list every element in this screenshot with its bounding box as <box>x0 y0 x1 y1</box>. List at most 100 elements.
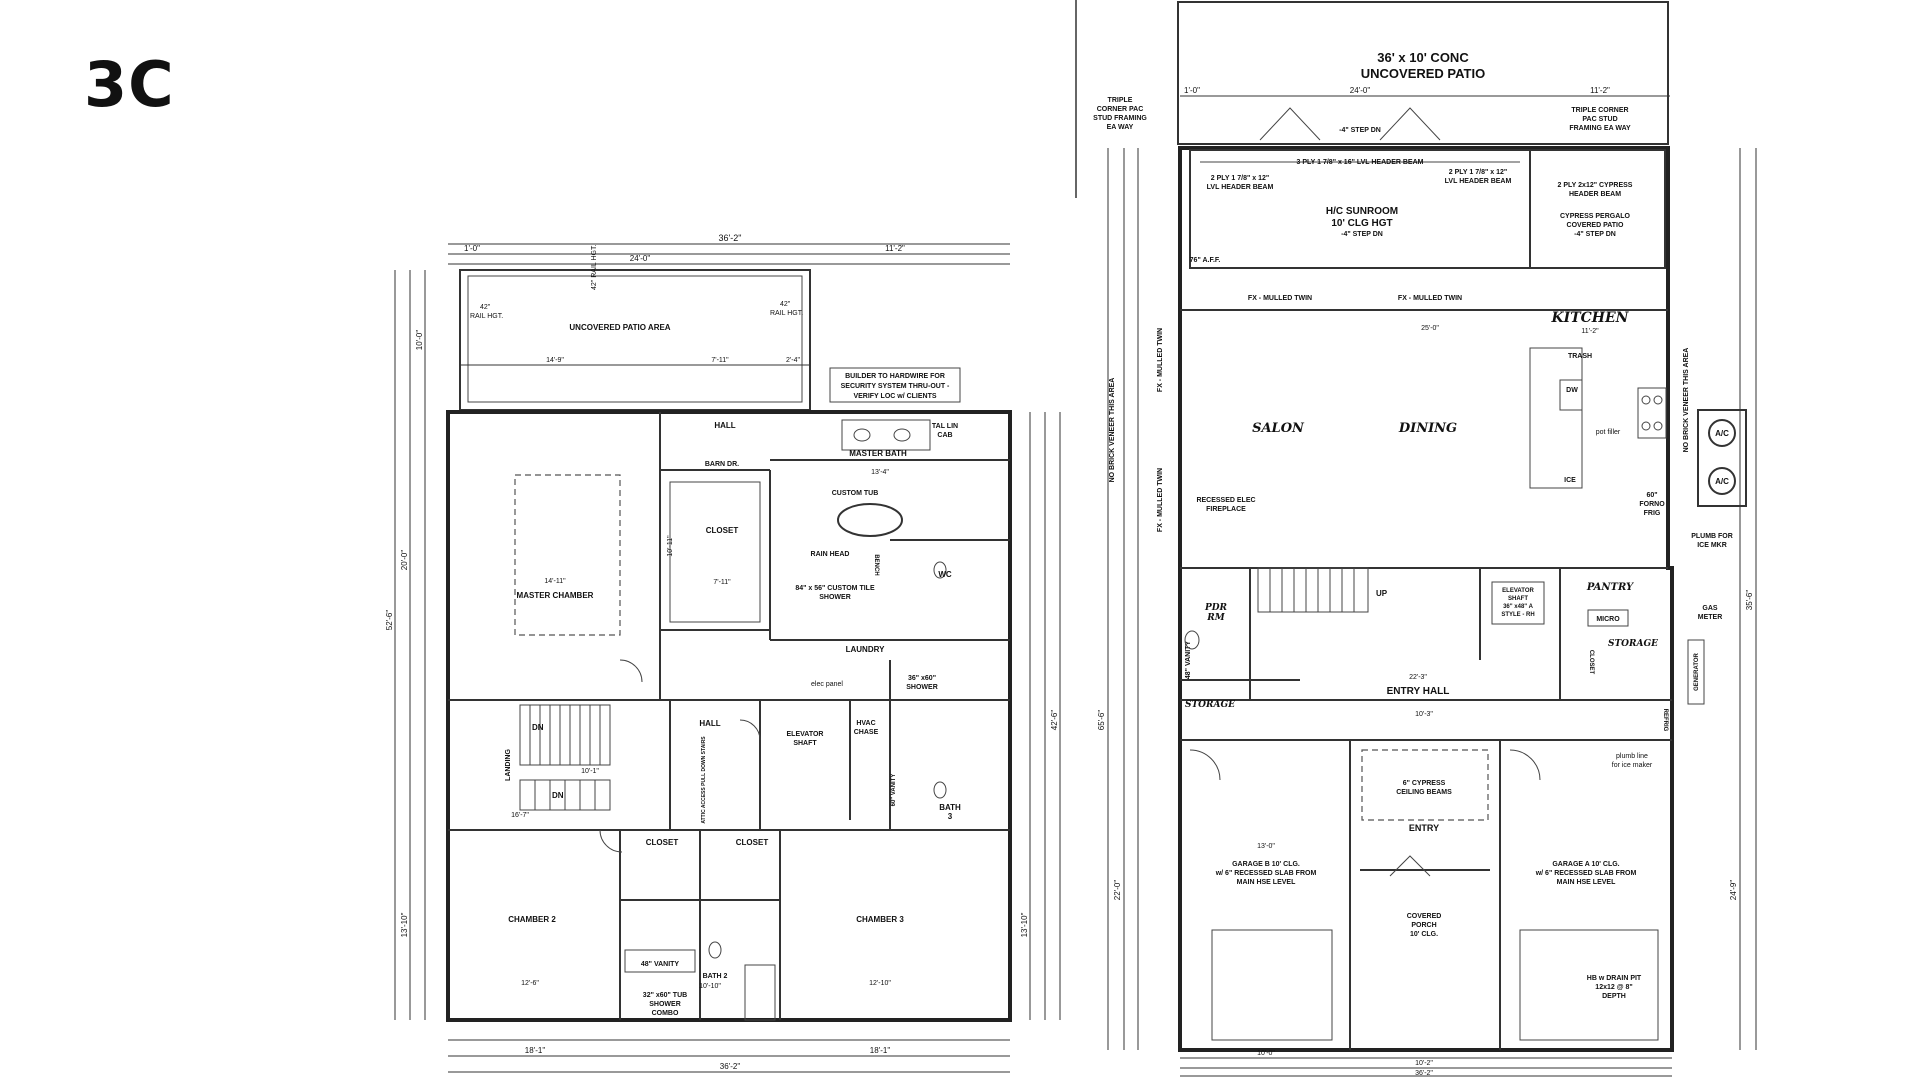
trash-label: TRASH <box>1568 353 1592 360</box>
left-overall-dim: 52'-6" <box>385 610 394 631</box>
triple-left-1: TRIPLE <box>1108 97 1133 104</box>
right-plan-right-overall: 35'-6" <box>1745 590 1754 611</box>
note-line-1: BUILDER TO HARDWIRE FOR <box>845 373 945 380</box>
tub-label-3: COMBO <box>652 1010 679 1017</box>
garage-b-slab <box>1211 929 1333 1041</box>
garage-door-swing <box>1189 749 1221 781</box>
right-floor-plan: 36' x 10' CONC UNCOVERED PATIO 1'-0" 24'… <box>1093 1 1757 1077</box>
barn-door-label: BARN DR. <box>705 461 739 468</box>
forno-3: FRIG <box>1644 510 1661 517</box>
note-line-3: VERIFY LOC w/ CLIENTS <box>853 393 936 400</box>
right-top-dim-a: 1'-0" <box>1184 86 1200 95</box>
dim-16-7: 16'-7" <box>511 812 529 819</box>
storage-left: STORAGE <box>1185 700 1235 710</box>
left-top-dim-b: 24'-0" <box>630 254 651 263</box>
right-outer-walls <box>1178 146 1674 1052</box>
dim-14-11: 14'-11" <box>544 578 566 585</box>
elevator-label-2: SHAFT <box>793 740 817 747</box>
lvl-mid-1: 2 PLY 1 7/8" x 12" <box>1449 169 1507 176</box>
vanity48-right: 48" VANITY <box>1185 641 1192 680</box>
dim-22-3: 22'-3" <box>1409 674 1427 681</box>
bath3-label: BATH <box>939 803 961 812</box>
right-top-dim-c: 11'-2" <box>1590 86 1610 95</box>
bottom-dim-right: 18'-1" <box>870 1046 891 1055</box>
pergola-walls <box>1529 149 1666 269</box>
sunroom-label-2: 10' CLG HGT <box>1331 218 1392 229</box>
storage-right: STORAGE <box>1608 639 1658 649</box>
lvl-left-2: LVL HEADER BEAM <box>1207 184 1274 191</box>
cypress-beams-outline <box>1361 749 1489 821</box>
shower36-label-2: SHOWER <box>906 684 938 691</box>
hb-drain-1: HB w DRAIN PIT <box>1587 975 1642 982</box>
chamber3-label: CHAMBER 3 <box>856 915 904 924</box>
refrig-label: REFRIG <box>1662 709 1668 732</box>
elevator-1: ELEVATOR <box>1502 588 1534 594</box>
bottom-dim-10-2: 10'-2" <box>1415 1060 1433 1067</box>
toilet-fixture <box>933 561 947 579</box>
right-plan-left-22: 22'-0" <box>1113 880 1122 901</box>
rail-a: 42" <box>480 304 491 311</box>
dim-13-4: 13'-4" <box>871 469 889 476</box>
dim-10-3: 10'-3" <box>1415 711 1433 718</box>
porch-1: COVERED <box>1407 913 1442 920</box>
attic-label: ATTIC ACCESS PULL DOWN STAIRS <box>701 736 707 824</box>
right-plan-right-24: 24'-9" <box>1729 880 1738 901</box>
dim-11-2: 11'-2" <box>1581 328 1599 335</box>
fx-mulled-2: FX - MULLED TWIN <box>1398 295 1462 302</box>
cypress-1: 2 PLY 2x12" CYPRESS <box>1558 182 1633 189</box>
bed-outline <box>514 474 621 636</box>
rain-head-label: RAIN HEAD <box>811 551 850 558</box>
left-top-dim-c: 11'-2" <box>885 244 905 253</box>
elevator-4: STYLE - RH <box>1501 612 1534 618</box>
tub-label-1: 32" x60" TUB <box>643 992 687 999</box>
tal-lin-label: TAL LIN <box>932 423 958 430</box>
brick-note-right: NO BRICK VENEER THIS AREA <box>1683 348 1690 453</box>
triple-left-3: STUD FRAMING <box>1093 115 1147 122</box>
rail-b2: RAIL HGT. <box>770 310 803 317</box>
kitchen-island <box>1529 347 1583 489</box>
bath2-label: BATH 2 <box>703 973 728 980</box>
micro-label: MICRO <box>1596 616 1620 623</box>
triple-right-1: TRIPLE CORNER <box>1571 107 1628 114</box>
landing-label: LANDING <box>505 749 512 781</box>
up-label: UP <box>1376 589 1388 598</box>
left-outer-walls <box>446 410 1012 1022</box>
left-interior-walls <box>448 412 1010 1020</box>
range-cooktop <box>1637 387 1667 439</box>
right-top-dim-b: 24'-0" <box>1350 86 1371 95</box>
micro-box <box>1587 609 1629 627</box>
hb-drain-2: 12x12 @ 8" <box>1595 984 1632 991</box>
right-overall-dim: 42'-6" <box>1050 710 1059 731</box>
tub-label-2: SHOWER <box>649 1001 681 1008</box>
left-dim-13-10: 13'-10" <box>400 912 409 937</box>
down-label-1: DN <box>532 723 544 732</box>
ice-label: ICE <box>1564 477 1576 484</box>
garage-a-3: MAIN HSE LEVEL <box>1557 879 1616 886</box>
toilet-fixture-2 <box>933 781 947 799</box>
ac-label-2: A/C <box>1715 477 1729 486</box>
step-down-note: -4" STEP DN <box>1339 127 1381 134</box>
dim-13-0: 13'-0" <box>1257 843 1275 850</box>
triple-right-3: FRAMING EA WAY <box>1569 125 1631 132</box>
fx-mulled-v2: FX - MULLED TWIN <box>1157 468 1164 532</box>
custom-tub-label: CUSTOM TUB <box>832 490 879 497</box>
door-swing-3 <box>739 719 761 741</box>
dw-label: DW <box>1566 387 1578 394</box>
vanity60-label: 60" VANITY <box>891 774 897 807</box>
right-plan-left-overall: 65'-6" <box>1097 710 1106 731</box>
garage-a-1: GARAGE A 10' CLG. <box>1552 861 1619 868</box>
garage-b-1: GARAGE B 10' CLG. <box>1232 861 1300 868</box>
garage-door-swing-2 <box>1509 749 1541 781</box>
pergola-1: CYPRESS PERGALO <box>1560 213 1631 220</box>
triple-left-4: EA WAY <box>1107 124 1134 131</box>
lvl-main: 3 PLY 1 7/8" x 16" LVL HEADER BEAM <box>1297 159 1424 166</box>
porch-2: PORCH <box>1411 922 1436 929</box>
rail-a2: RAIL HGT. <box>470 313 503 320</box>
tub-fixture <box>744 964 776 1021</box>
master-bath-label: MASTER BATH <box>849 449 907 458</box>
closet-right: CLOSET <box>1588 650 1594 675</box>
hall2-label: HALL <box>699 719 720 728</box>
bath3-num: 3 <box>948 812 953 821</box>
door-swing-2 <box>599 829 623 853</box>
